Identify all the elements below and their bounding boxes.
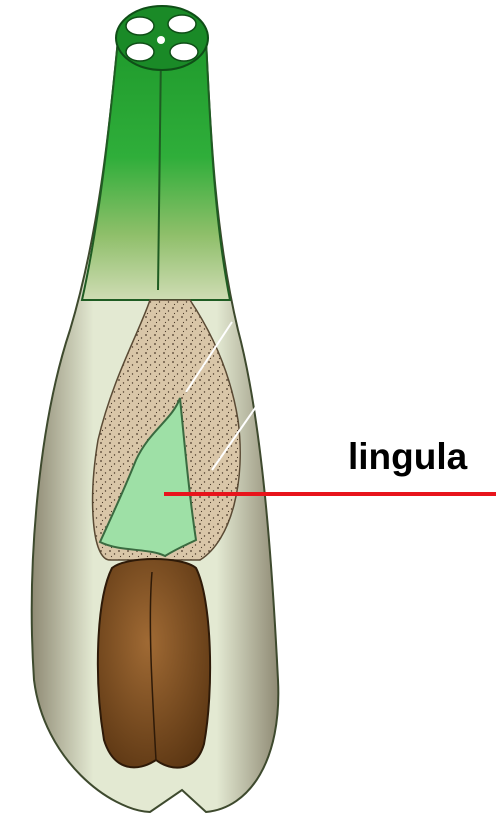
stalk-top-openings: [116, 6, 208, 70]
green-stalk: [82, 40, 230, 300]
lingula-label: lingula: [348, 438, 467, 475]
